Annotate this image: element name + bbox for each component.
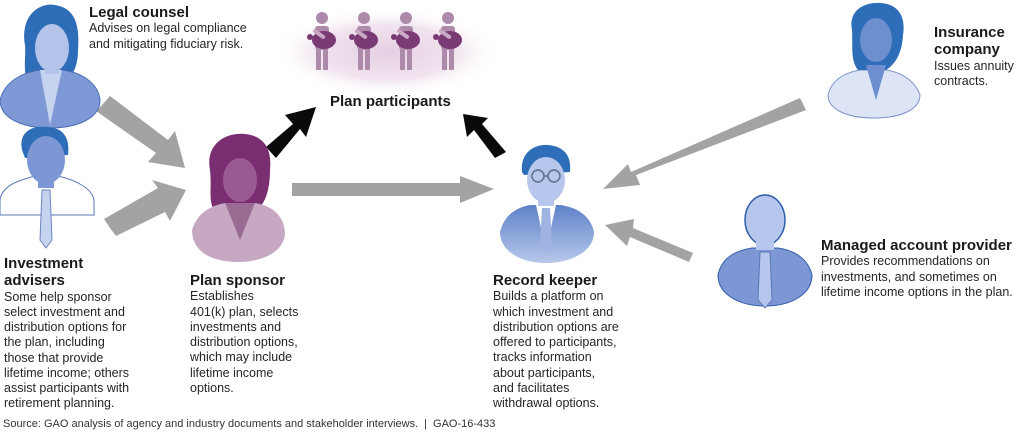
managed-account-provider-avatar — [717, 194, 813, 309]
report-id: GAO-16-433 — [433, 418, 496, 430]
node-record-keeper: Record keeper Builds a platform on which… — [493, 272, 619, 411]
participant-icon — [391, 12, 420, 70]
arrow-advisers-to-sponsor — [104, 180, 186, 236]
node-description: Builds a platform on which investment an… — [493, 289, 619, 410]
node-investment-advisers: Investment advisers Some help sponsor se… — [4, 255, 129, 412]
arrow-recordkeeper-to-participants — [463, 114, 506, 158]
participant-icon — [307, 12, 336, 70]
node-managed-account-provider: Managed account provider Provides recomm… — [821, 237, 1013, 300]
participant-icon — [433, 12, 462, 70]
node-title: Insurance company — [934, 24, 1005, 59]
node-title: Plan sponsor — [190, 272, 286, 289]
participants-glow — [272, 7, 502, 97]
arrow-legal-to-sponsor — [96, 96, 185, 168]
investment-advisers-avatar — [0, 126, 95, 249]
source-text: Source: GAO analysis of agency and indus… — [3, 418, 419, 430]
footer-separator: | — [424, 418, 428, 430]
node-description: Advises on legal compliance and mitigati… — [89, 21, 247, 51]
arrows — [96, 96, 806, 262]
insurance-company-avatar — [827, 2, 921, 119]
participant-icon — [349, 12, 378, 70]
node-description: Issues annuity contracts. — [934, 58, 1014, 88]
node-insurance-company: Insurance company Issues annuity contrac… — [934, 24, 1014, 89]
node-title: Managed account provider — [821, 237, 1012, 254]
participant-figures — [307, 12, 462, 70]
arrow-sponsor-to-recordkeeper — [292, 176, 494, 203]
arrow-sponsor-to-participants — [266, 107, 316, 158]
arrow-insurance-to-recordkeeper — [603, 98, 806, 189]
node-legal-counsel: Legal counsel Advises on legal complianc… — [89, 4, 247, 52]
legal-counsel-avatar — [0, 4, 101, 129]
plan-sponsor-avatar — [192, 133, 285, 262]
node-description: Establishes 401(k) plan, selects investm… — [190, 289, 299, 395]
node-title: Record keeper — [493, 272, 598, 289]
source-footer: Source: GAO analysis of agency and indus… — [3, 418, 495, 430]
node-title: Legal counsel — [89, 4, 190, 21]
node-plan-sponsor: Plan sponsor Establishes 401(k) plan, se… — [190, 272, 298, 396]
node-title: Investment advisers — [4, 255, 84, 290]
plan-participants-label: Plan participants — [330, 93, 451, 110]
arrow-managed-to-recordkeeper — [605, 219, 693, 262]
node-description: Some help sponsor select investment and … — [4, 289, 130, 411]
record-keeper-avatar — [500, 144, 594, 263]
node-description: Provides recommendations on investments,… — [821, 254, 1013, 299]
